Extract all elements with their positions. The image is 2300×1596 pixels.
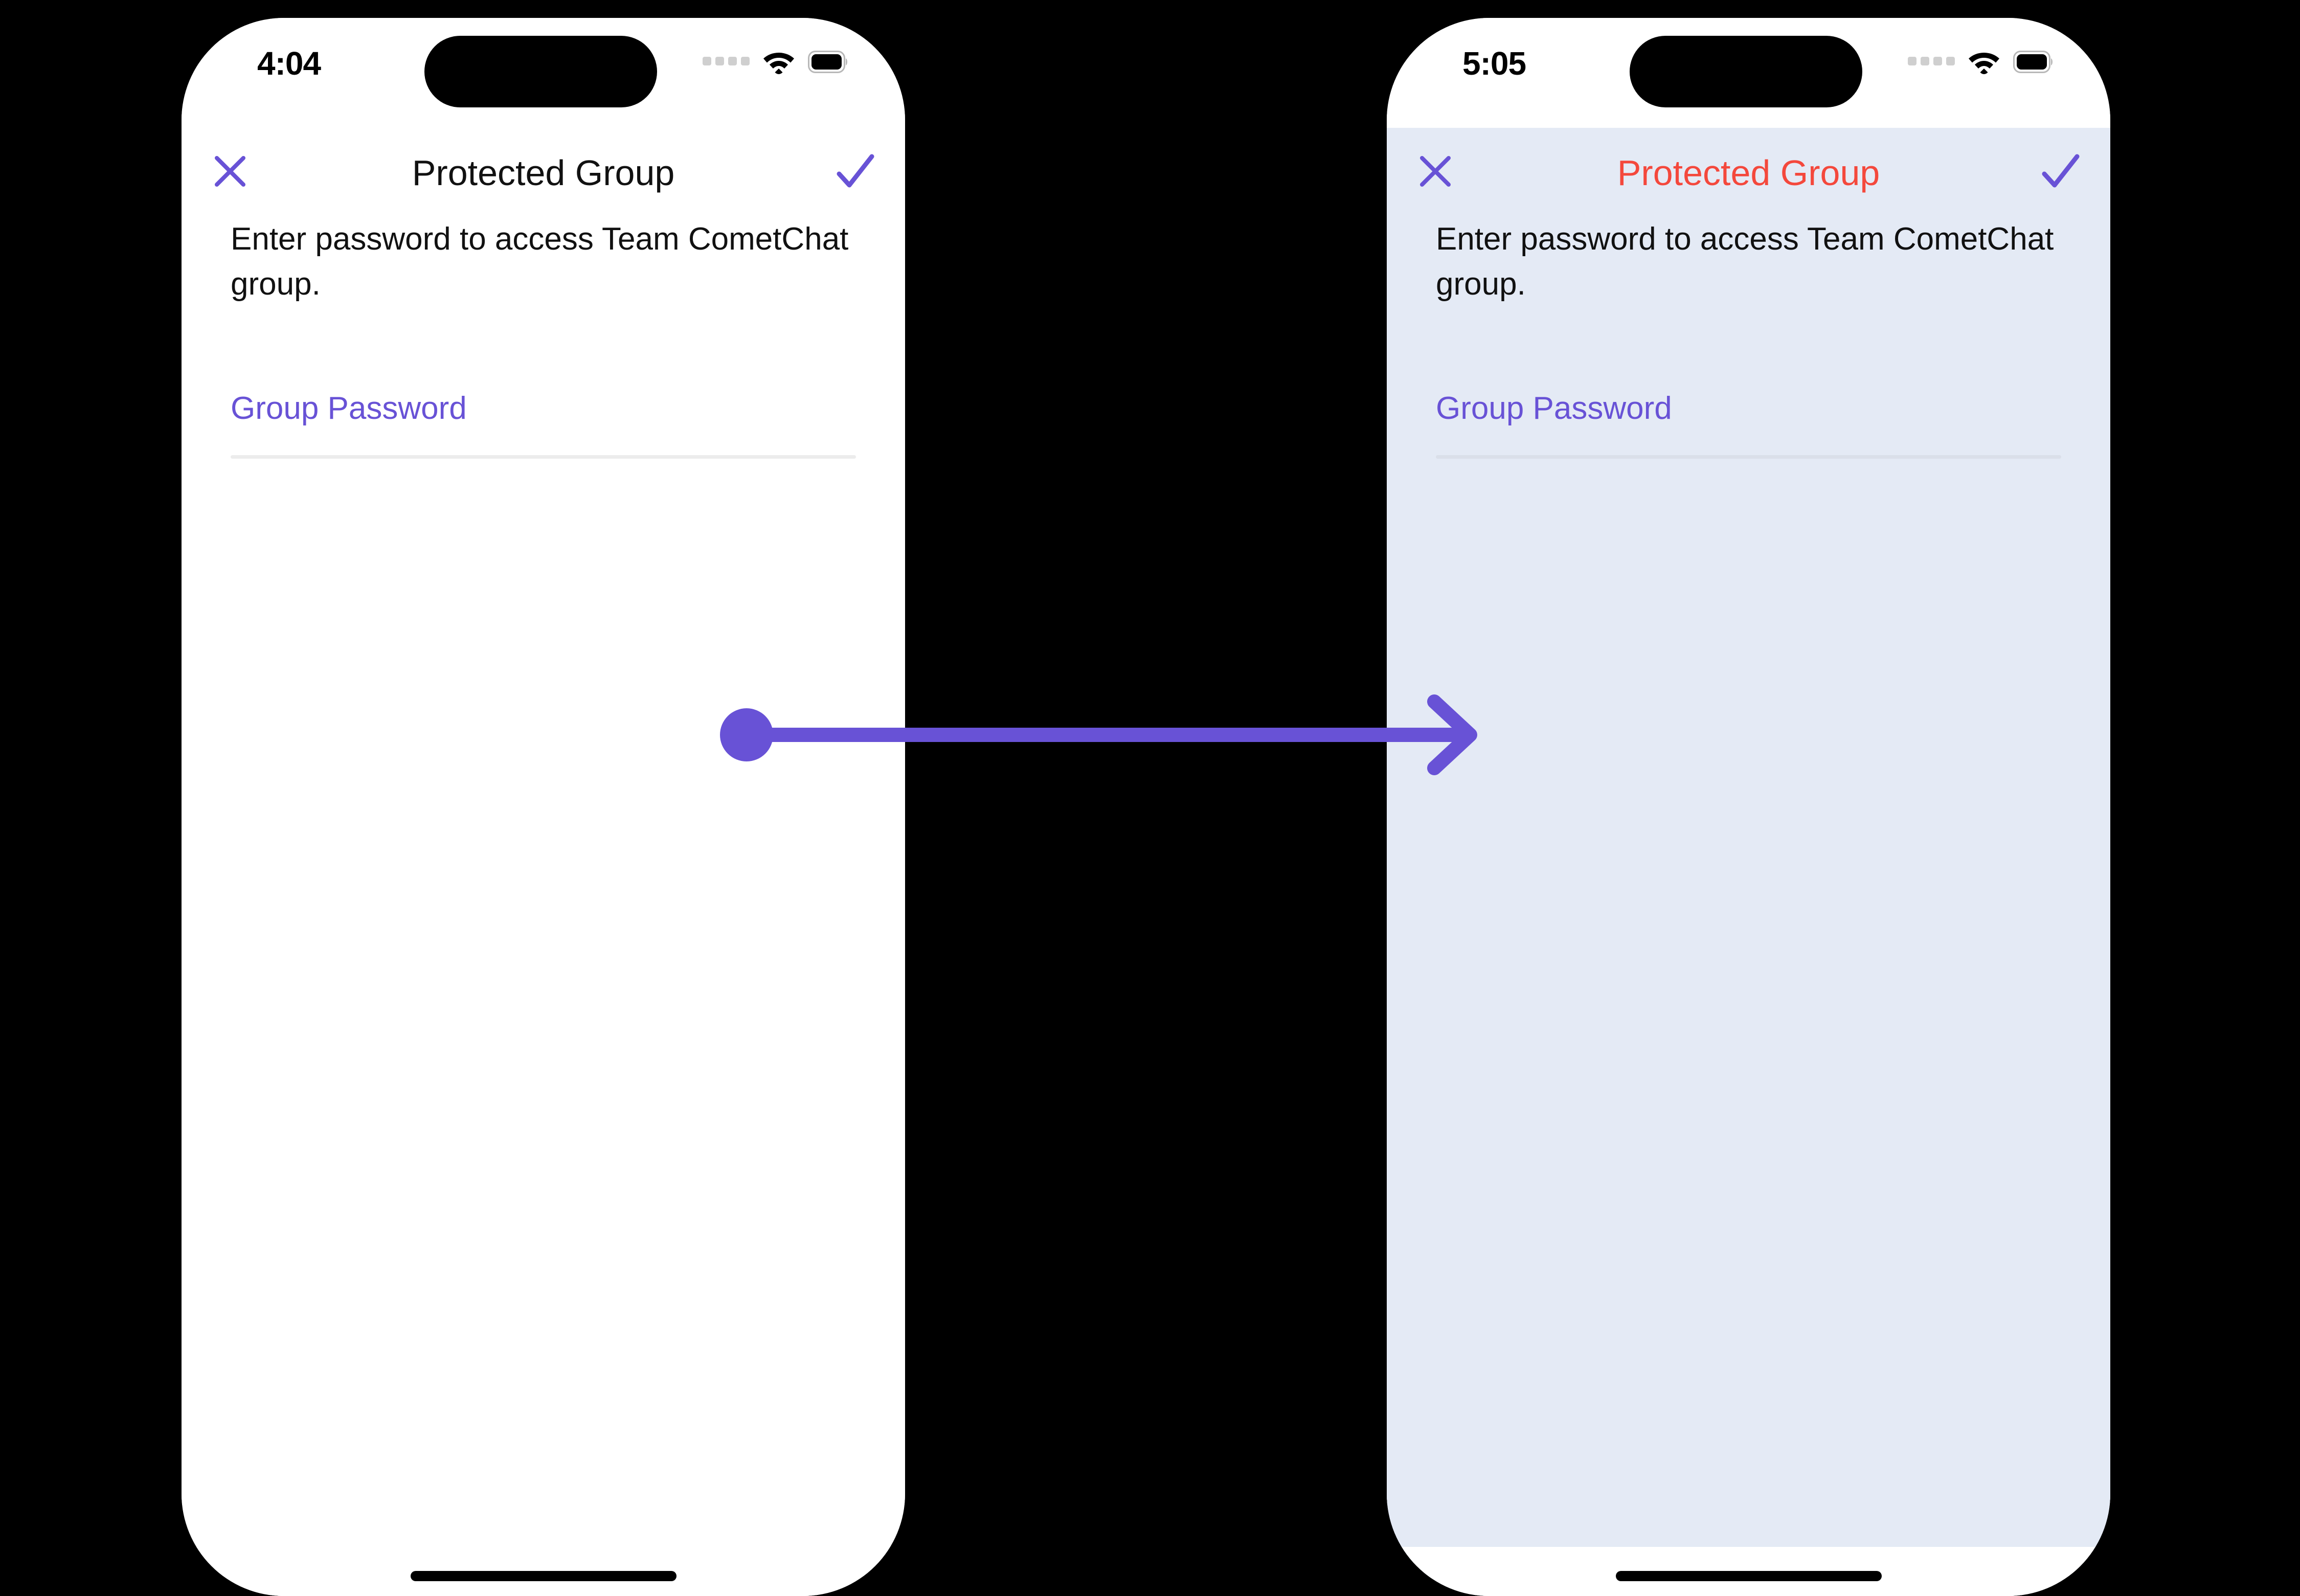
close-x-icon[interactable] (1415, 151, 1456, 192)
status-bar-indicators (703, 50, 849, 74)
dynamic-island (1630, 36, 1862, 107)
status-bar-time: 5:05 (1462, 45, 1526, 82)
form-description: Enter password to access Team CometChat … (231, 221, 849, 302)
checkmark-icon[interactable] (2038, 149, 2082, 193)
wifi-icon (762, 50, 796, 74)
home-indicator[interactable] (1615, 1571, 1882, 1581)
signal-dots-icon (703, 56, 750, 68)
page-title: Protected Group (1617, 153, 1880, 193)
arrow-right-icon (720, 694, 1477, 775)
home-indicator[interactable] (410, 1571, 677, 1581)
field-underline (231, 455, 856, 459)
group-password-label: Group Password (231, 391, 467, 426)
screen-body-before: Protected Group Enter password to access… (182, 128, 905, 1596)
status-bar: 4:04 (182, 18, 905, 128)
group-password-label: Group Password (1436, 391, 1672, 426)
checkmark-icon[interactable] (833, 149, 877, 193)
password-form: Enter password to access Team CometChat … (231, 210, 856, 459)
form-description: Enter password to access Team CometChat … (1436, 221, 2054, 302)
field-underline (1436, 455, 2061, 459)
signal-dots-icon (1908, 56, 1955, 68)
home-bar-area (182, 1547, 905, 1596)
battery-full-icon (2013, 51, 2054, 73)
status-bar-indicators (1908, 50, 2054, 74)
password-form: Enter password to access Team CometChat … (1436, 210, 2061, 459)
battery-full-icon (808, 51, 849, 73)
phone-mockup-after: 5:05 (1387, 18, 2110, 1596)
nav-header: Protected Group (182, 128, 905, 210)
arrow-head (1427, 694, 1477, 775)
status-bar: 5:05 (1387, 18, 2110, 128)
nav-header: Protected Group (1387, 128, 2110, 210)
wifi-icon (1967, 50, 2001, 74)
page-title: Protected Group (412, 153, 675, 193)
close-x-icon[interactable] (210, 151, 251, 192)
status-bar-time: 4:04 (257, 45, 321, 82)
group-password-field[interactable]: Group Password (231, 391, 856, 459)
group-password-field[interactable]: Group Password (1436, 391, 2061, 459)
home-bar-area (1387, 1547, 2110, 1596)
phone-mockup-before: 4:04 (182, 18, 905, 1596)
dynamic-island (424, 36, 657, 107)
content-pane: Protected Group Enter password to access… (1387, 128, 2110, 1547)
screen-body-after: Protected Group Enter password to access… (1387, 128, 2110, 1596)
content-pane: Protected Group Enter password to access… (182, 128, 905, 1547)
